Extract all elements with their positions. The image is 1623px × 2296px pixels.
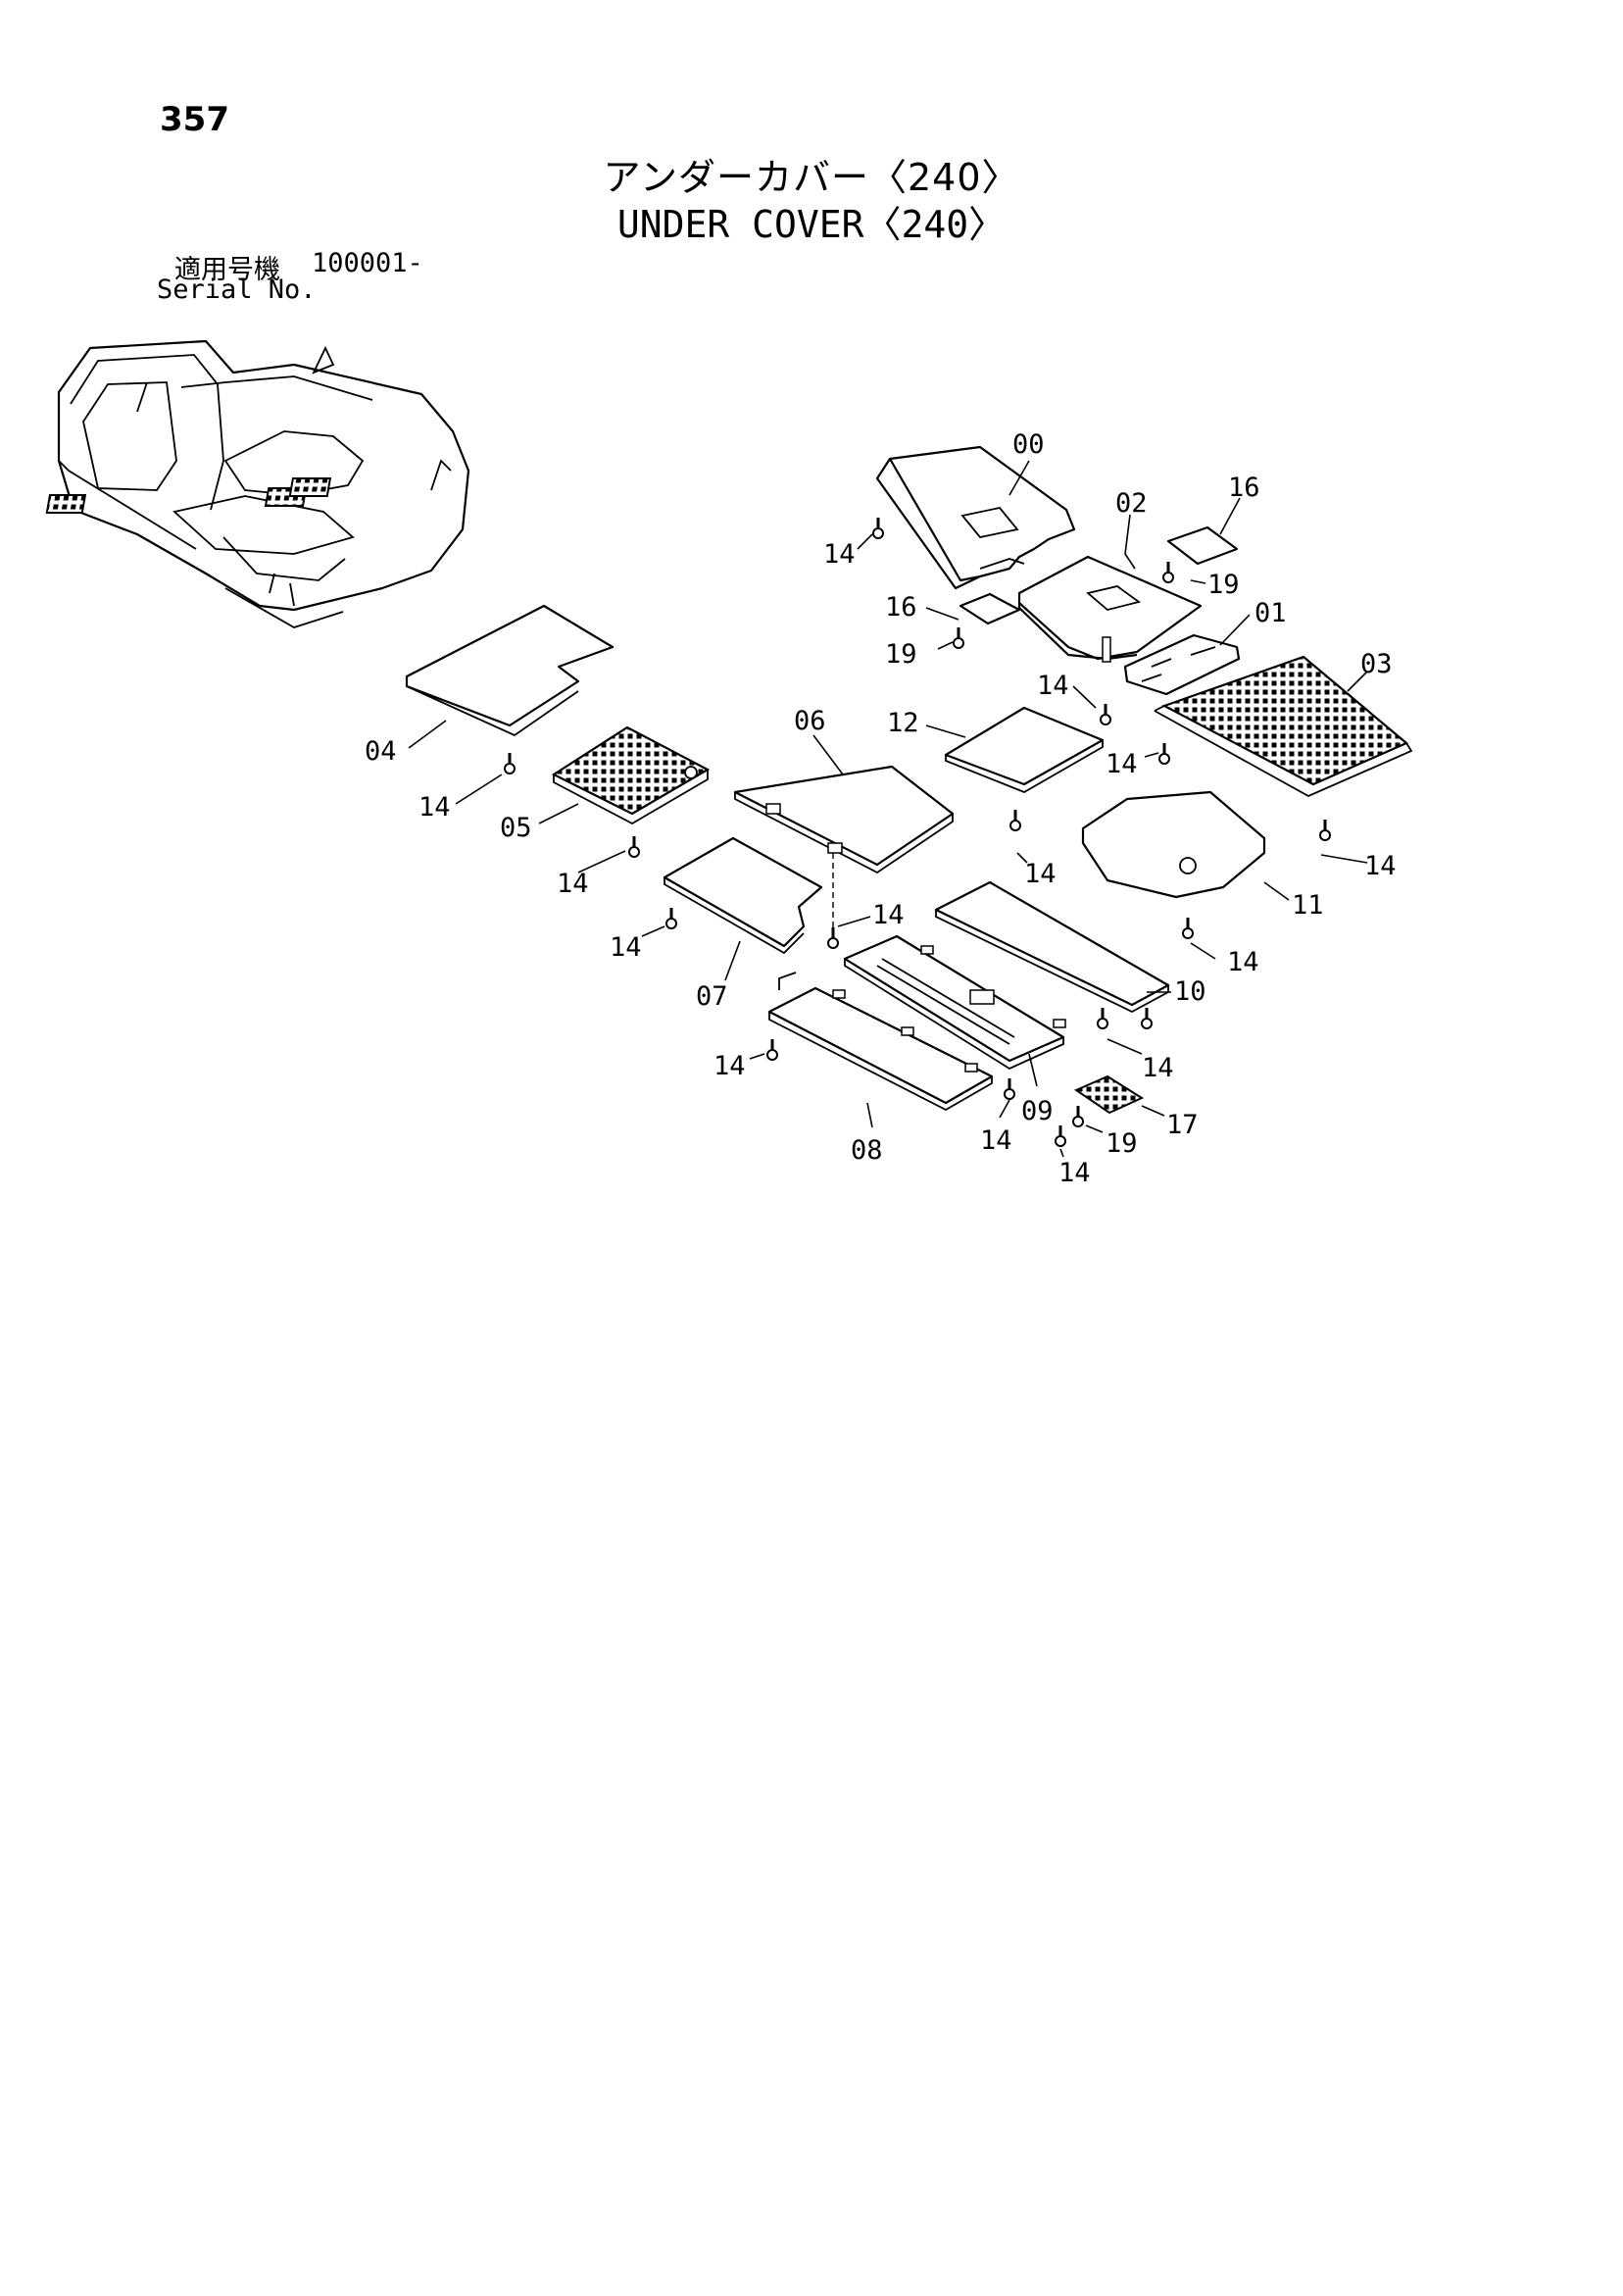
title-english: UNDER COVER〈240〉 [616,203,1007,246]
callout-17: 17 [1166,1110,1199,1140]
part-12-plate [944,706,1105,793]
part-16-plate-upper [1161,525,1239,584]
callout-04: 04 [365,736,397,767]
part-10-long-plate [934,880,1170,1014]
callout-00: 00 [1012,429,1045,460]
serial-number-value: 100001- [312,248,423,278]
callout-09: 09 [1021,1096,1054,1126]
callout-labels: 00 02 16 19 01 03 16 19 14 14 14 12 06 0… [365,429,1397,1188]
callout-19-lower: 19 [885,639,917,670]
part-17-perforated-plate [1073,1074,1145,1115]
part-06-panel [733,765,955,874]
title-japanese: アンダーカバー〈240〉 [603,156,1020,199]
callout-05: 05 [500,813,532,843]
callout-02: 02 [1115,488,1148,519]
callout-16-lower: 16 [885,592,917,623]
page-number: 357 [160,100,229,139]
callout-14-b: 14 [1037,671,1069,701]
callout-19-upper: 19 [1207,570,1240,600]
callout-14-h: 14 [1227,947,1259,977]
callout-14-a: 14 [823,539,856,570]
part-01-bracket [1123,633,1241,696]
callout-03: 03 [1360,649,1393,679]
part-07-plate [663,836,834,955]
callout-14-l: 14 [713,1051,746,1081]
serial-label-english: Serial No. [157,275,317,305]
callout-16-upper: 16 [1228,473,1260,503]
part-16-plate-lower [952,592,1021,650]
machine-overview-illustration [45,339,470,628]
callout-14-f: 14 [1024,859,1057,889]
callout-06: 06 [794,706,826,736]
callout-19-bottom: 19 [1106,1128,1138,1159]
callout-14-e: 14 [557,869,589,899]
callout-14-m: 14 [980,1125,1012,1156]
callout-12: 12 [887,708,919,738]
callout-leaders [408,460,1368,1158]
part-05-perforated-panel [551,725,711,825]
part-02-cover [1017,555,1203,663]
callout-10: 10 [1174,976,1206,1007]
callout-14-d: 14 [418,792,451,823]
serial-label-japanese: 適用号機 [174,255,280,285]
callout-14-c: 14 [1106,749,1138,779]
callout-01: 01 [1254,598,1287,628]
callout-11: 11 [1292,890,1324,921]
part-09-plate [843,934,1066,1071]
part-00-cover [875,445,1076,590]
part-08-long-plate [767,972,994,1112]
callout-08: 08 [851,1135,883,1166]
part-11-octagonal-plate [1081,790,1266,899]
callout-14-n: 14 [1058,1158,1091,1188]
callout-14-g: 14 [1364,851,1397,881]
callout-07: 07 [696,981,728,1012]
part-03-perforated-plate [1154,655,1413,798]
callout-14-i: 14 [610,932,642,963]
part-04-plate [405,604,615,737]
callout-14-k: 14 [1142,1053,1174,1083]
callout-14-j: 14 [872,900,905,930]
